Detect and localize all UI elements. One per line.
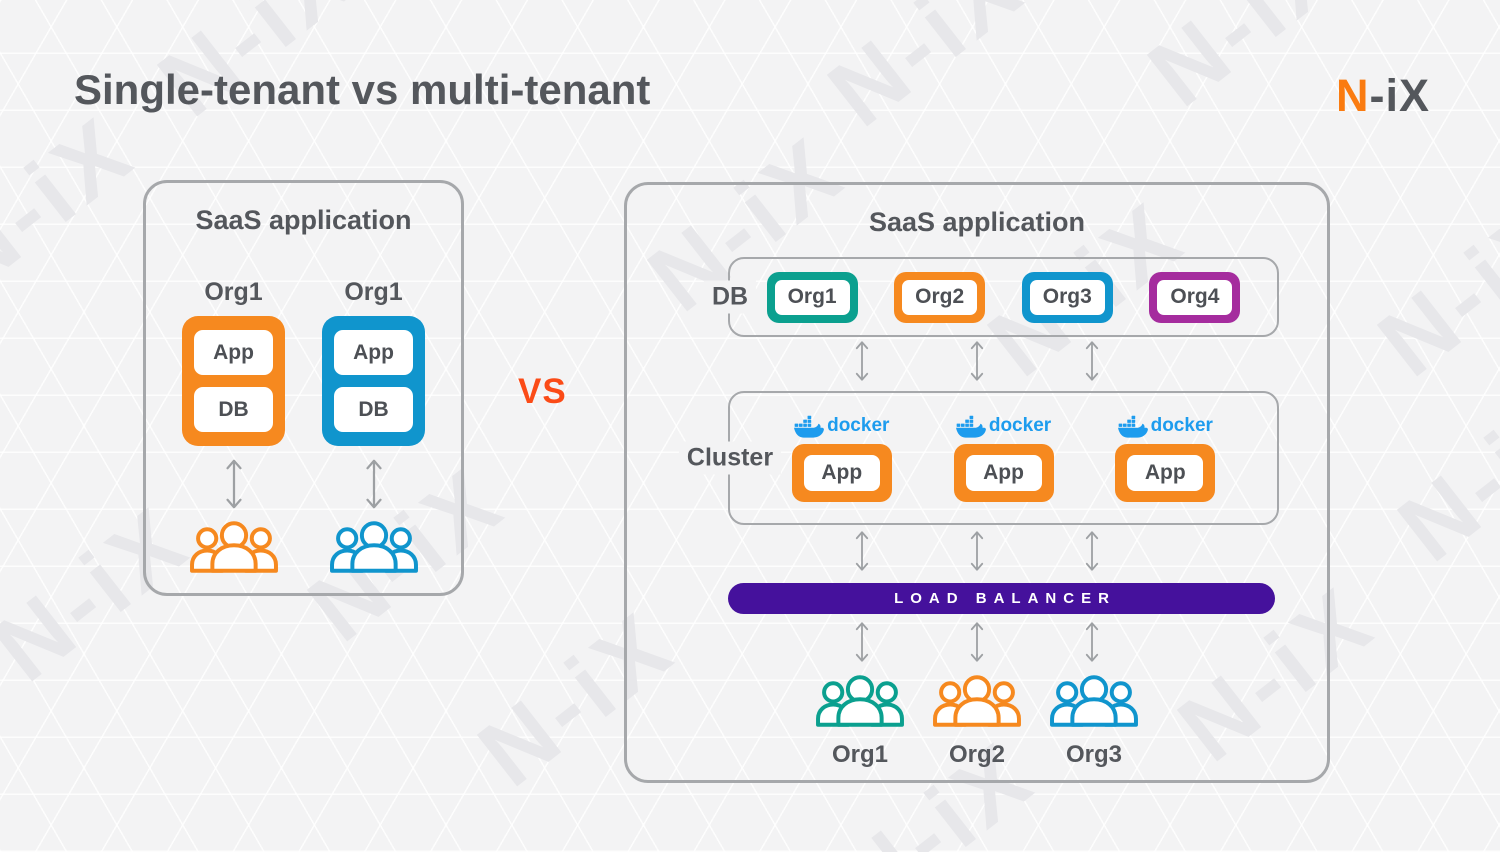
app-tile: App [791, 443, 892, 502]
user-groups-row: Org1 Org2 Org3 [627, 674, 1327, 769]
db-org-tile: Org4 [1149, 271, 1241, 323]
user-group-label: Org3 [1065, 741, 1122, 768]
docker-whale-icon [794, 415, 825, 438]
org-chip: Org3 [1029, 279, 1105, 315]
org-label: Org1 [204, 278, 263, 306]
cluster-node: docker App [953, 415, 1054, 502]
single-tenant-panel: SaaS application Org1 App DB Org1 App DB [143, 180, 464, 596]
org-chip: Org2 [902, 279, 978, 315]
double-arrow-icon [855, 622, 869, 662]
cluster-section-label: Cluster [678, 441, 782, 475]
double-arrow-icon [970, 531, 984, 571]
left-panel-title: SaaS application [195, 205, 412, 235]
cluster-node: docker App [791, 415, 892, 502]
vs-label: VS [518, 372, 567, 411]
logo-rest: -iX [1369, 70, 1430, 121]
users-group-icon [329, 521, 418, 573]
user-group-org3: Org3 [1049, 674, 1139, 769]
user-group-org1: Org1 [815, 674, 905, 769]
double-arrow-icon [970, 341, 984, 381]
db-org-tile: Org3 [1021, 271, 1113, 323]
docker-logo: docker [1117, 415, 1213, 438]
db-chip: DB [334, 387, 413, 432]
tenant-column-org1-blue: Org1 App DB [322, 278, 425, 574]
app-tile: App [1115, 443, 1216, 502]
db-org-tile: Org1 [766, 271, 858, 323]
users-group-icon [1050, 675, 1138, 727]
docker-wordmark: docker [988, 415, 1052, 436]
db-section: DB Org1 Org2 Org3 Org4 [703, 257, 1279, 337]
double-arrow-icon [1085, 531, 1099, 571]
db-section-label: DB [703, 280, 757, 314]
double-arrow-icon [365, 459, 382, 509]
multi-tenant-panel: SaaS application DB Org1 Org2 Org3 Org4 [624, 182, 1330, 783]
users-group-icon [189, 521, 278, 573]
cluster-section: Cluster docker App docker [678, 391, 1279, 525]
cluster-node: docker App [1115, 415, 1216, 502]
cluster-lb-arrows [627, 530, 1327, 572]
double-arrow-icon [970, 622, 984, 662]
double-arrow-icon [855, 531, 869, 571]
user-group-org2: Org2 [932, 674, 1022, 769]
docker-logo: docker [794, 415, 889, 438]
double-arrow-icon [1085, 622, 1099, 662]
tenant-stack-tile: App DB [322, 316, 425, 446]
double-arrow-icon [855, 341, 869, 381]
user-group-label: Org2 [948, 741, 1005, 768]
org-label: Org1 [344, 278, 403, 306]
users-group-icon [816, 675, 904, 727]
app-chip: App [803, 454, 880, 491]
double-arrow-icon [225, 459, 242, 509]
app-chip: App [334, 330, 413, 375]
org-chip: Org4 [1157, 279, 1233, 315]
user-group-label: Org1 [831, 741, 888, 768]
docker-wordmark: docker [1150, 415, 1213, 436]
logo-accent-letter: N [1335, 70, 1370, 121]
double-arrow-icon [1085, 341, 1099, 381]
users-group-icon [933, 675, 1021, 727]
load-balancer-bar: LOAD BALANCER [728, 583, 1275, 614]
db-chip: DB [194, 387, 273, 432]
app-chip: App [1127, 454, 1204, 491]
app-tile: App [953, 443, 1054, 502]
app-chip: App [194, 330, 273, 375]
docker-whale-icon [1117, 415, 1148, 438]
tenant-column-org1-orange: Org1 App DB [182, 278, 285, 574]
tenant-columns: Org1 App DB Org1 App DB [146, 278, 461, 574]
docker-logo: docker [955, 415, 1052, 438]
right-panel-title: SaaS application [868, 207, 1086, 237]
docker-wordmark: docker [827, 415, 890, 436]
org-chip: Org1 [774, 279, 850, 315]
nix-logo: N-iX [1336, 70, 1430, 122]
db-cluster-arrows [627, 340, 1327, 382]
db-org-tile: Org2 [894, 271, 986, 323]
app-chip: App [965, 454, 1042, 491]
lb-users-arrows [627, 621, 1327, 663]
docker-whale-icon [955, 415, 986, 438]
tenant-stack-tile: App DB [182, 316, 285, 446]
page-title: Single-tenant vs multi-tenant [74, 66, 651, 113]
